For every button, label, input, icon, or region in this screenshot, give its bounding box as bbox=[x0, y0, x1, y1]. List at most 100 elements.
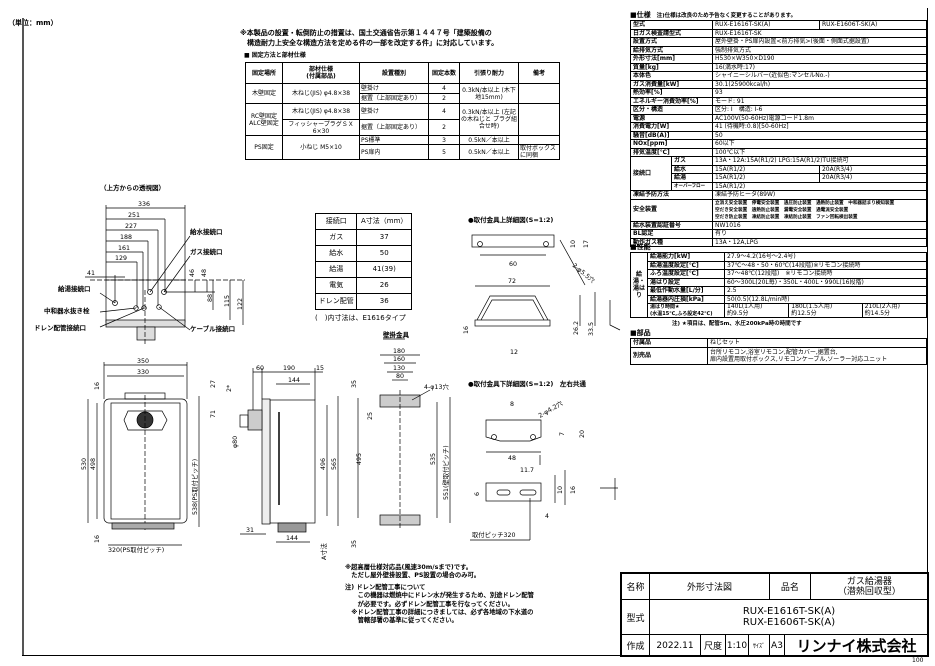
size-value: A3 bbox=[769, 634, 785, 657]
spec-value: 16(満水時:17) bbox=[712, 62, 927, 72]
perf-key: 給湯温度設定[℃] bbox=[647, 260, 725, 270]
spec-value: 有り bbox=[712, 229, 927, 239]
table-row: 給排気方式強制排気方式 bbox=[630, 45, 927, 55]
dim-495: 495 bbox=[356, 453, 363, 465]
cell: 取付ボックス に同梱 bbox=[518, 144, 560, 160]
frame-bottom bbox=[22, 655, 928, 656]
dim-350: 350 bbox=[137, 358, 149, 365]
cell: 小ねじ M5×10 bbox=[282, 135, 360, 160]
spec-subkey: オーバーフロー bbox=[671, 181, 713, 191]
dim-129: 129 bbox=[115, 255, 127, 262]
spec-header: ■仕様注)仕様は改良のため予告なく変更することがあります。 bbox=[630, 11, 796, 20]
spec-key: 本体色 bbox=[630, 71, 713, 81]
cell: PS固定 bbox=[245, 135, 283, 160]
table-row: 熱効率[%]93 bbox=[630, 88, 927, 98]
spec-value: シャイニーシルバー(近似色:マンセルNo.-) bbox=[712, 71, 927, 81]
unit-label: （単位：mm） bbox=[8, 19, 58, 27]
table-row: 給湯・湯はり給湯能力[kW]27.9〜4.2(16号〜2.4号) bbox=[630, 252, 927, 318]
dim-535: 535 bbox=[430, 453, 437, 465]
dim-16: 16 bbox=[570, 486, 577, 494]
cell: PS扉内 bbox=[359, 144, 429, 160]
dim-251: 251 bbox=[128, 212, 140, 219]
spec-subkey: ガス bbox=[671, 156, 713, 166]
hole-2-phi5-5: 2-φ5.5穴 bbox=[571, 261, 598, 286]
spec-key: 接続口 bbox=[630, 156, 672, 191]
label-hot-water-outlet: 給湯接続口 bbox=[58, 284, 91, 293]
dim-33-5: 33.5 bbox=[588, 322, 595, 336]
spec-key: 電源 bbox=[630, 113, 713, 123]
perf-value: 37℃〜48・50・60℃(14段階)※リモコン接続時 bbox=[724, 260, 927, 270]
dim-15: 15 bbox=[316, 365, 324, 372]
spec-subkey: 給水 bbox=[671, 164, 713, 174]
spec-key: 騒音[dB(A)] bbox=[630, 130, 713, 140]
dim-11-7: 11.7 bbox=[520, 467, 534, 474]
table-row: 排気温度[℃]100℃以下 bbox=[630, 147, 927, 157]
performance-table: 給湯・湯はり給湯能力[kW]27.9〜4.2(16号〜2.4号) 給湯温度設定[… bbox=[630, 252, 928, 318]
dim-122: 122 bbox=[237, 298, 244, 310]
spec-value: 15A(R1/2) bbox=[712, 164, 820, 174]
dim-17: 17 bbox=[583, 240, 590, 248]
company-name: リンナイ株式会社 bbox=[784, 634, 929, 657]
perf-key: 最低作動水量[L/分] bbox=[647, 286, 725, 296]
dim-144-bottom: 144 bbox=[286, 535, 298, 542]
perf-key: 給湯器内圧損[kPa] bbox=[647, 294, 725, 304]
dim-72: 72 bbox=[508, 278, 516, 285]
fill-time: 約9.5分 bbox=[727, 309, 749, 317]
spec-value: RUX-E1616T-SK(A) bbox=[712, 20, 820, 30]
label-drain-pipe: ドレン配管接続口 bbox=[34, 323, 86, 332]
dim-538-ps-pitch: 538(PS取付ピッチ) bbox=[190, 459, 199, 515]
perf-key-sub: (水温15℃,ふろ設定42℃) bbox=[650, 310, 713, 317]
dim-4: 4 bbox=[545, 513, 549, 520]
perf-key: 湯はり時間★ bbox=[650, 304, 680, 310]
spec-value: RUX-E1606T-SK(A) bbox=[818, 20, 928, 30]
table-row: 質量[kg]16(満水時:17) bbox=[630, 62, 927, 72]
top-view-title: （上方からの透視図） bbox=[100, 183, 165, 192]
frame-left bbox=[22, 18, 24, 655]
fixing-table: 固定場所 部材仕様 (付属部品) 設置種別 固定本数 引張り耐力 備考 木壁固定… bbox=[245, 62, 560, 160]
dim-25: 25 bbox=[367, 412, 374, 420]
dim-130: 130 bbox=[393, 365, 405, 372]
spec-key: ガス消費量[kW] bbox=[630, 79, 713, 89]
created-label: 作成 bbox=[621, 634, 650, 657]
upper-bracket-detail: ●取付金具上詳細図(S=1:2) 60 10 17 2-φ5.5穴 72 16 … bbox=[463, 215, 621, 356]
label-drain-plug: 中和器水抜き栓 bbox=[44, 306, 90, 315]
note-line: ただし屋外壁掛設置、PS設置の場合のみ可。 bbox=[345, 572, 481, 580]
spec-value: 20A(R3/4) bbox=[818, 173, 928, 183]
hole-2-phi4-2: 2-φ4.2穴 bbox=[537, 398, 565, 420]
dim-16-top: 16 bbox=[94, 382, 101, 390]
dim-144-top: 144 bbox=[288, 377, 300, 384]
dim-88: 88 bbox=[207, 294, 214, 302]
upper-detail-title: ●取付金具上詳細図(S=1:2) bbox=[468, 215, 553, 224]
top-view: （上方からの透視図） 336 251 227 188 bbox=[34, 183, 245, 345]
install-note-line: 構造耐力上安全な構造方法を定める件の一部を改定する件」に対応しています。 bbox=[240, 39, 499, 47]
spec-key: 給水装置認証番号 bbox=[630, 220, 713, 230]
wall-bracket-view: 壁掛金具 180 160 130 80 4-φ13穴 35 25 495 535… bbox=[351, 330, 451, 548]
table-row: 給湯温度設定[℃]37℃〜48・50・60℃(14段階)※リモコン接続時 bbox=[631, 260, 927, 270]
note-line: 管轄部署の基準に従ってください。 bbox=[345, 617, 458, 625]
dim-330: 330 bbox=[137, 369, 149, 376]
dim-188: 188 bbox=[120, 234, 132, 241]
fixing-title: ■ 固定方法と部材仕様 bbox=[244, 52, 306, 59]
dim-12: 12 bbox=[510, 349, 518, 356]
spec-value: 30.1(25900kcal/h) bbox=[712, 79, 927, 89]
fill-volume: 140L(1人用) bbox=[727, 303, 763, 310]
spec-note: 注)仕様は改良のため予告なく変更することがあります。 bbox=[656, 13, 797, 19]
spec-value: 区分: I 構造: I-6 bbox=[712, 105, 927, 115]
dim-190: 190 bbox=[283, 365, 295, 372]
spec-value: 15A(R1/2) bbox=[712, 181, 927, 191]
table-row: 凍結予防方法凍結予防ヒータ(89W) bbox=[630, 190, 927, 200]
dim-60: 60 bbox=[256, 365, 264, 372]
table-row: 外形寸法[mm]H530×W350×D190 bbox=[630, 54, 927, 64]
spec-value: 41 (待機時:0.8)[50-60Hz] bbox=[712, 122, 927, 132]
side-view: 60 190 15 144 27 2* 71 φ80 496 565 31 14… bbox=[210, 365, 339, 560]
table-row: 騒音[dB(A)]50 bbox=[630, 130, 927, 140]
dim-27: 27 bbox=[210, 380, 217, 388]
spec-value: モード: 91 bbox=[712, 96, 927, 106]
